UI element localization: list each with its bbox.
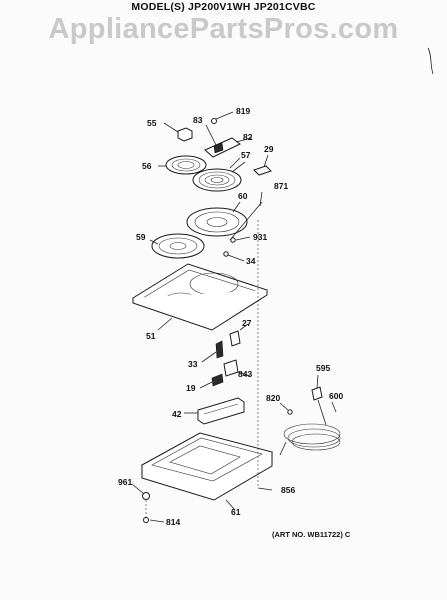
callout-42: 42 <box>172 409 182 419</box>
part-29-bracket <box>253 165 272 176</box>
art-number: (ART NO. WB11722) C <box>272 530 351 539</box>
callout-33: 33 <box>188 359 198 369</box>
part-820-screw <box>287 409 293 415</box>
part-19-terminal <box>211 373 224 387</box>
margin-mark <box>427 47 434 75</box>
part-42-bracket <box>197 397 245 425</box>
callout-600: 600 <box>329 391 344 401</box>
callout-56: 56 <box>142 161 152 171</box>
part-59-drip-pan <box>151 233 205 259</box>
callout-814: 814 <box>166 517 181 527</box>
callout-57: 57 <box>241 150 251 160</box>
callout-51: 51 <box>146 331 156 341</box>
part-819-screw <box>211 118 217 124</box>
part-34-screw <box>223 251 229 257</box>
part-843-switch <box>223 359 239 377</box>
part-55-knob <box>177 127 193 142</box>
part-33-bracket <box>215 340 224 359</box>
part-595-strain-relief <box>311 386 323 401</box>
callout-19: 19 <box>186 383 196 393</box>
callout-595: 595 <box>316 363 331 373</box>
callout-60: 60 <box>238 191 248 201</box>
callout-27: 27 <box>242 318 252 328</box>
callout-55: 55 <box>147 118 157 128</box>
part-600-power-cord <box>279 399 341 456</box>
callout-931: 931 <box>253 232 268 242</box>
model-heading: MODEL(S) JP200V1WH JP201CVBC <box>131 1 316 13</box>
callout-871: 871 <box>274 181 289 191</box>
callout-34: 34 <box>246 256 256 266</box>
part-931-screw <box>230 237 236 243</box>
callout-843: 843 <box>238 369 253 379</box>
part-961-foot <box>142 492 150 500</box>
part-83-clip <box>213 142 224 154</box>
callout-961: 961 <box>118 477 133 487</box>
watermark-logo: AppliancePartsPros.com <box>48 13 399 45</box>
callout-59: 59 <box>136 232 146 242</box>
part-27-switch <box>229 330 241 347</box>
part-814-screw <box>143 517 149 523</box>
callout-856: 856 <box>281 485 296 495</box>
callout-61: 61 <box>231 507 241 517</box>
callout-820: 820 <box>266 393 281 403</box>
callout-29: 29 <box>264 144 274 154</box>
part-57-element <box>192 168 242 192</box>
callout-83: 83 <box>193 115 203 125</box>
callout-82: 82 <box>243 132 253 142</box>
callout-819: 819 <box>236 106 251 116</box>
